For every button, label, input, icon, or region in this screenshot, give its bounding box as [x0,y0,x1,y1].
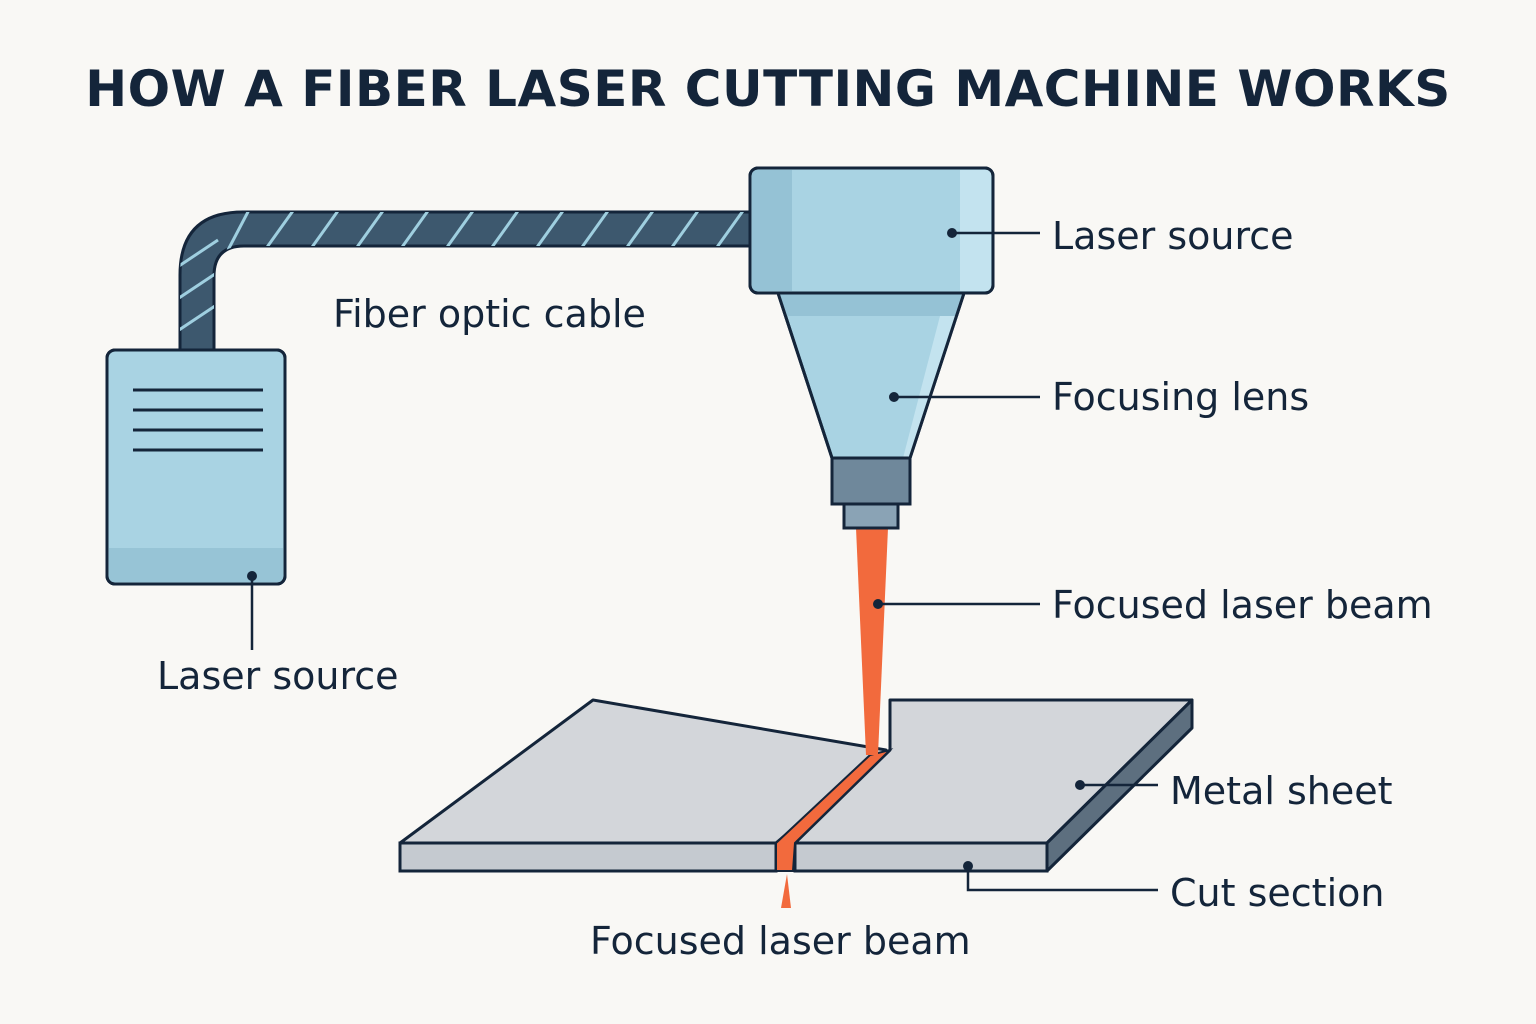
label-focusing-lens: Focusing lens [1052,375,1310,419]
page-title: HOW A FIBER LASER CUTTING MACHINE WORKS [85,60,1451,118]
fiber-optic-cable [178,210,754,352]
label-cut-section: Cut section [1170,871,1385,915]
cutting-head [748,166,1040,530]
laser-beam [781,528,1040,908]
label-metal-sheet: Metal sheet [1170,769,1393,813]
cable-stripes [180,212,747,334]
label-laser-source-left: Laser source [157,654,399,698]
metal-sheet [398,698,1194,892]
label-laser-source-head: Laser source [1052,214,1294,258]
label-focused-laser-beam-right: Focused laser beam [1052,583,1433,627]
label-focused-laser-beam-bottom: Focused laser beam [590,919,971,963]
laser-source-unit [105,348,287,650]
label-fiber-optic-cable: Fiber optic cable [333,292,646,336]
